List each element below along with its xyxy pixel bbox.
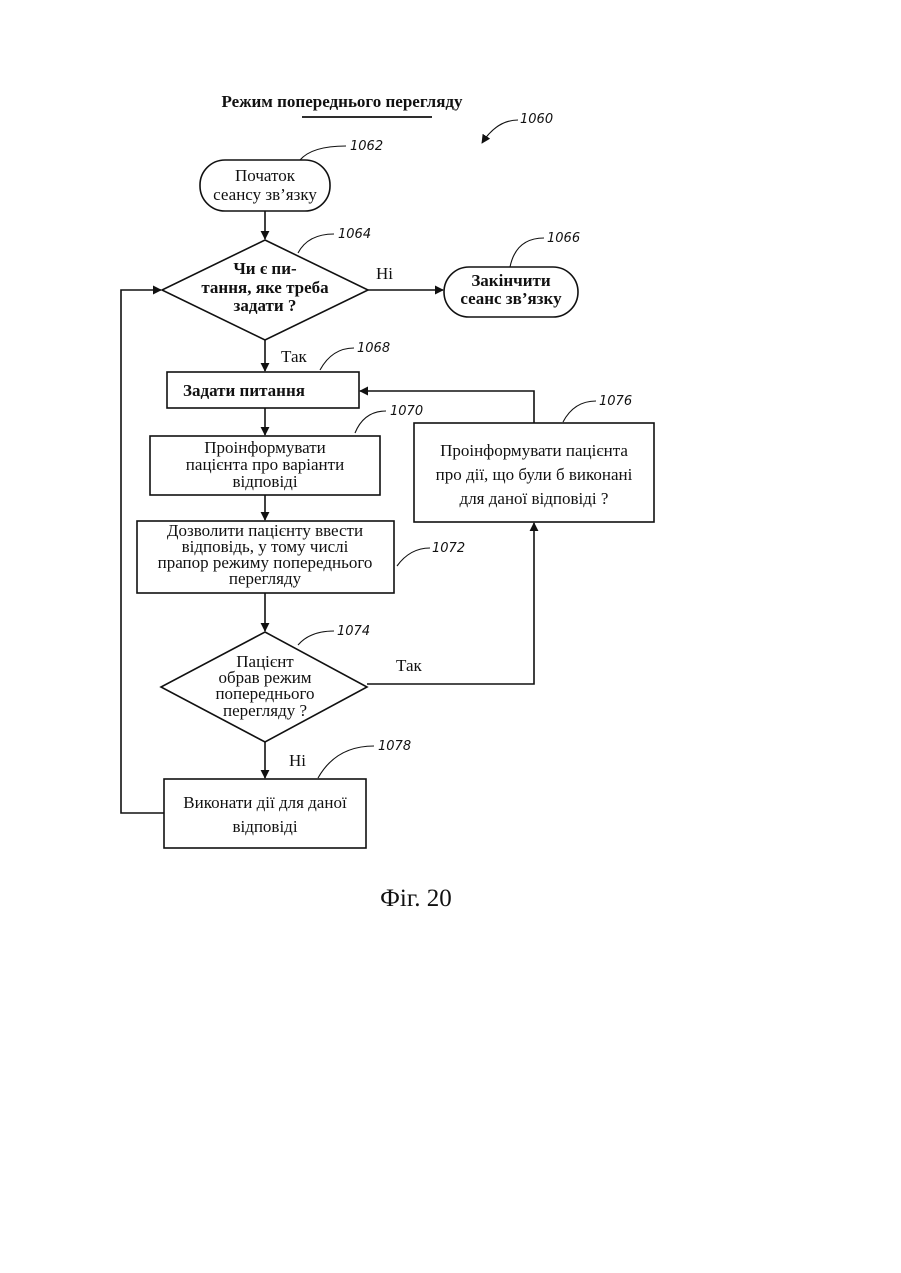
preview-decision-node: Пацієнт обрав режим попереднього перегля… <box>161 624 370 742</box>
figure-ref-1060: 1060 <box>482 112 553 143</box>
inform-actions-line-2: про дії, що були б виконані <box>436 465 633 484</box>
question-ref: 1064 <box>338 227 371 242</box>
question-label-line-2: тання, яке треба <box>201 278 329 297</box>
end-session-node: Закінчити сеанс зв’язку 1066 <box>444 231 580 317</box>
perform-actions-node: Виконати дії для даної відповіді 1078 <box>164 739 411 848</box>
allow-answer-node: Дозволити пацієнту ввести відповідь, у т… <box>137 521 465 593</box>
allow-answer-line-4: перегляду <box>229 569 302 588</box>
start-node: Початок сеансу зв’язку 1062 <box>200 139 383 211</box>
ask-question-label: Задати питання <box>183 381 305 400</box>
question-label-line-3: задати ? <box>234 296 297 315</box>
edge-label-question-yes: Так <box>281 347 308 366</box>
start-label-line-1: Початок <box>235 166 296 185</box>
preview-ref: 1074 <box>337 624 370 639</box>
diagram-title: Режим попереднього перегляду <box>221 92 463 111</box>
inform-actions-line-1: Проінформувати пацієнта <box>440 441 628 460</box>
end-ref: 1066 <box>547 231 580 246</box>
allow-answer-ref: 1072 <box>432 541 465 556</box>
end-label-line-1: Закінчити <box>471 271 551 290</box>
end-label-line-2: сеанс зв’язку <box>460 289 562 308</box>
inform-options-ref: 1070 <box>390 404 423 419</box>
inform-actions-ref: 1076 <box>599 394 632 409</box>
edge-label-preview-yes: Так <box>396 656 423 675</box>
figure-caption: Фіг. 20 <box>380 885 452 912</box>
inform-actions-line-3: для даної відповіді ? <box>460 489 609 508</box>
svg-text:Початок: Початок <box>235 166 296 185</box>
perform-actions-line-2: відповіді <box>232 817 297 836</box>
inform-options-node: Проінформувати пацієнта про варіанти від… <box>150 404 423 495</box>
perform-actions-line-1: Виконати дії для даної <box>183 793 347 812</box>
question-label-line-1: Чи є пи- <box>233 259 297 278</box>
start-ref: 1062 <box>350 139 383 154</box>
inform-options-line-3: відповіді <box>232 472 297 491</box>
ask-question-node: Задати питання 1068 <box>167 341 390 408</box>
question-decision-node: Чи є пи- тання, яке треба задати ? 1064 <box>162 227 371 340</box>
perform-actions-ref: 1078 <box>378 739 411 754</box>
start-label-line-2: сеансу зв’язку <box>213 185 317 204</box>
edge-label-preview-no: Ні <box>289 751 306 770</box>
edge-label-question-no: Ні <box>376 264 393 283</box>
edge-inform-actions-to-ask <box>360 391 534 423</box>
preview-label-line-4: перегляду ? <box>223 701 307 720</box>
ask-question-ref: 1068 <box>357 341 390 356</box>
figure-ref-label: 1060 <box>520 112 553 127</box>
svg-text:сеансу зв’язку: сеансу зв’язку <box>213 185 317 204</box>
